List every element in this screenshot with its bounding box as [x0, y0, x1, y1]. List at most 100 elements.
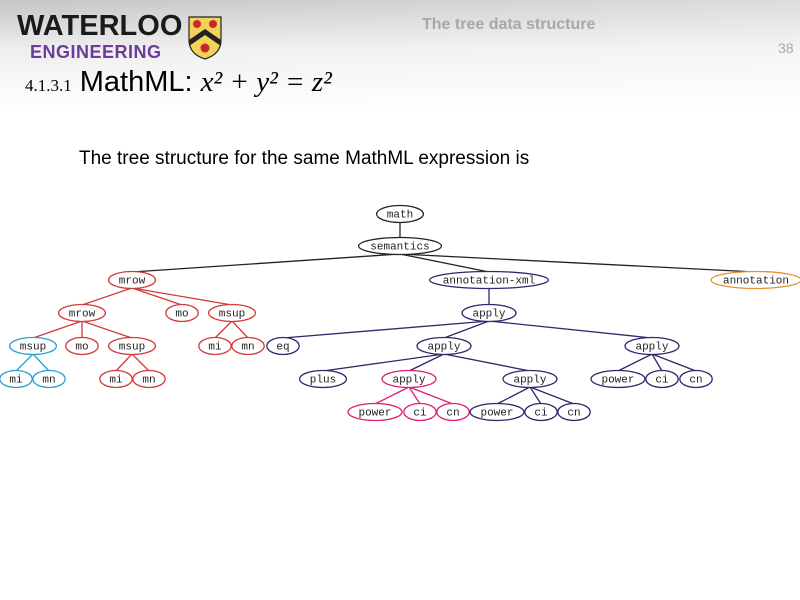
tree-edge: [488, 320, 653, 339]
tree-node-power: power: [347, 402, 403, 422]
tree-node-apply: apply: [502, 369, 558, 389]
node-label: cn: [689, 375, 702, 387]
tree-node-mo: mo: [165, 303, 199, 323]
node-label: mo: [175, 309, 188, 321]
node-ellipse: [557, 402, 591, 422]
node-ellipse: [8, 336, 58, 356]
logo-waterloo: WATERLOO: [17, 10, 183, 42]
node-label: annotation: [723, 276, 789, 288]
node-ellipse: [436, 402, 470, 422]
tree-node-eq: eq: [266, 336, 300, 356]
tree-edge: [374, 386, 410, 405]
header-fade: [0, 0, 800, 110]
node-label: power: [601, 375, 634, 387]
node-ellipse: [32, 369, 66, 389]
node-label: power: [480, 408, 513, 420]
node-ellipse: [461, 303, 517, 323]
node-label: msup: [20, 342, 46, 354]
tree-node-cn: cn: [557, 402, 591, 422]
tree-node-ci: ci: [645, 369, 679, 389]
node-label: eq: [276, 342, 289, 354]
tree-edge: [322, 353, 445, 372]
node-label: mn: [241, 342, 254, 354]
slide-title: MathML: x² + y² = z²: [80, 66, 332, 98]
tree-node-cn: cn: [679, 369, 713, 389]
section-number: 4.1.3.1: [25, 76, 72, 95]
node-label: mn: [142, 375, 155, 387]
node-ellipse: [57, 303, 107, 323]
node-ellipse: [298, 369, 348, 389]
node-ellipse: [469, 402, 525, 422]
page-number: 38: [778, 40, 794, 56]
tree-node-ci: ci: [403, 402, 437, 422]
node-ellipse: [624, 336, 680, 356]
node-ellipse: [679, 369, 713, 389]
tree-node-msup: msup: [207, 303, 257, 323]
node-label: msup: [119, 342, 145, 354]
tree-node-power: power: [469, 402, 525, 422]
node-label: apply: [427, 342, 460, 354]
node-ellipse: [381, 369, 437, 389]
node-label: mn: [42, 375, 55, 387]
node-label: mi: [109, 375, 123, 387]
tree-edge: [408, 386, 454, 405]
node-label: ci: [655, 375, 669, 387]
node-ellipse: [375, 204, 425, 224]
tree-edge: [15, 353, 34, 372]
node-ellipse: [710, 270, 800, 290]
tree-edge: [115, 353, 133, 372]
tree-node-math: math: [375, 204, 425, 224]
node-ellipse: [65, 336, 99, 356]
tree-node-mi: mi: [198, 336, 232, 356]
tree-edge: [529, 386, 542, 405]
node-ellipse: [107, 270, 157, 290]
node-label: apply: [635, 342, 668, 354]
node-label: power: [358, 408, 391, 420]
tree-edge: [617, 353, 653, 372]
node-ellipse: [428, 270, 550, 290]
node-label: mi: [9, 375, 23, 387]
node-label: annotation-xml: [443, 276, 535, 288]
tree-node-apply: apply: [624, 336, 680, 356]
title-math: x² + y² = z²: [200, 66, 332, 98]
node-ellipse: [502, 369, 558, 389]
node-label: msup: [219, 309, 245, 321]
tree-node-mrow: mrow: [57, 303, 107, 323]
tree-edge: [496, 386, 531, 405]
tree-edge: [399, 253, 757, 273]
node-ellipse: [590, 369, 646, 389]
node-ellipse: [416, 336, 472, 356]
tree-edge: [651, 353, 663, 372]
tree-node-cn: cn: [436, 402, 470, 422]
tree-node-msup: msup: [107, 336, 157, 356]
tree-edge: [282, 320, 490, 339]
tree-edge: [81, 287, 133, 306]
node-label: cn: [567, 408, 580, 420]
node-label: math: [387, 210, 413, 222]
tree-edge: [529, 386, 575, 405]
tree-edge: [399, 253, 490, 273]
node-label: mrow: [119, 276, 146, 288]
tree-edge: [651, 353, 697, 372]
tree-node-msup: msup: [8, 336, 58, 356]
tree-edge: [131, 287, 233, 306]
node-label: mrow: [69, 309, 96, 321]
node-label: mi: [208, 342, 222, 354]
crest-icon: [188, 16, 222, 60]
tree-edge: [408, 386, 421, 405]
tree-edge: [443, 353, 531, 372]
node-ellipse: [231, 336, 265, 356]
tree-edge: [131, 353, 150, 372]
title-row: 4.1.3.1 MathML: x² + y² = z²: [25, 66, 332, 98]
tree-node-mo: mo: [65, 336, 99, 356]
tree-node-mrow: mrow: [107, 270, 157, 290]
tree-node-apply: apply: [416, 336, 472, 356]
tree-node-plus: plus: [298, 369, 348, 389]
node-label: plus: [310, 375, 336, 387]
tree-edge: [32, 320, 83, 339]
tree-node-mn: mn: [32, 369, 66, 389]
tree-node-annotation: annotation: [710, 270, 800, 290]
tree-edge: [131, 287, 183, 306]
node-label: semantics: [370, 242, 429, 254]
